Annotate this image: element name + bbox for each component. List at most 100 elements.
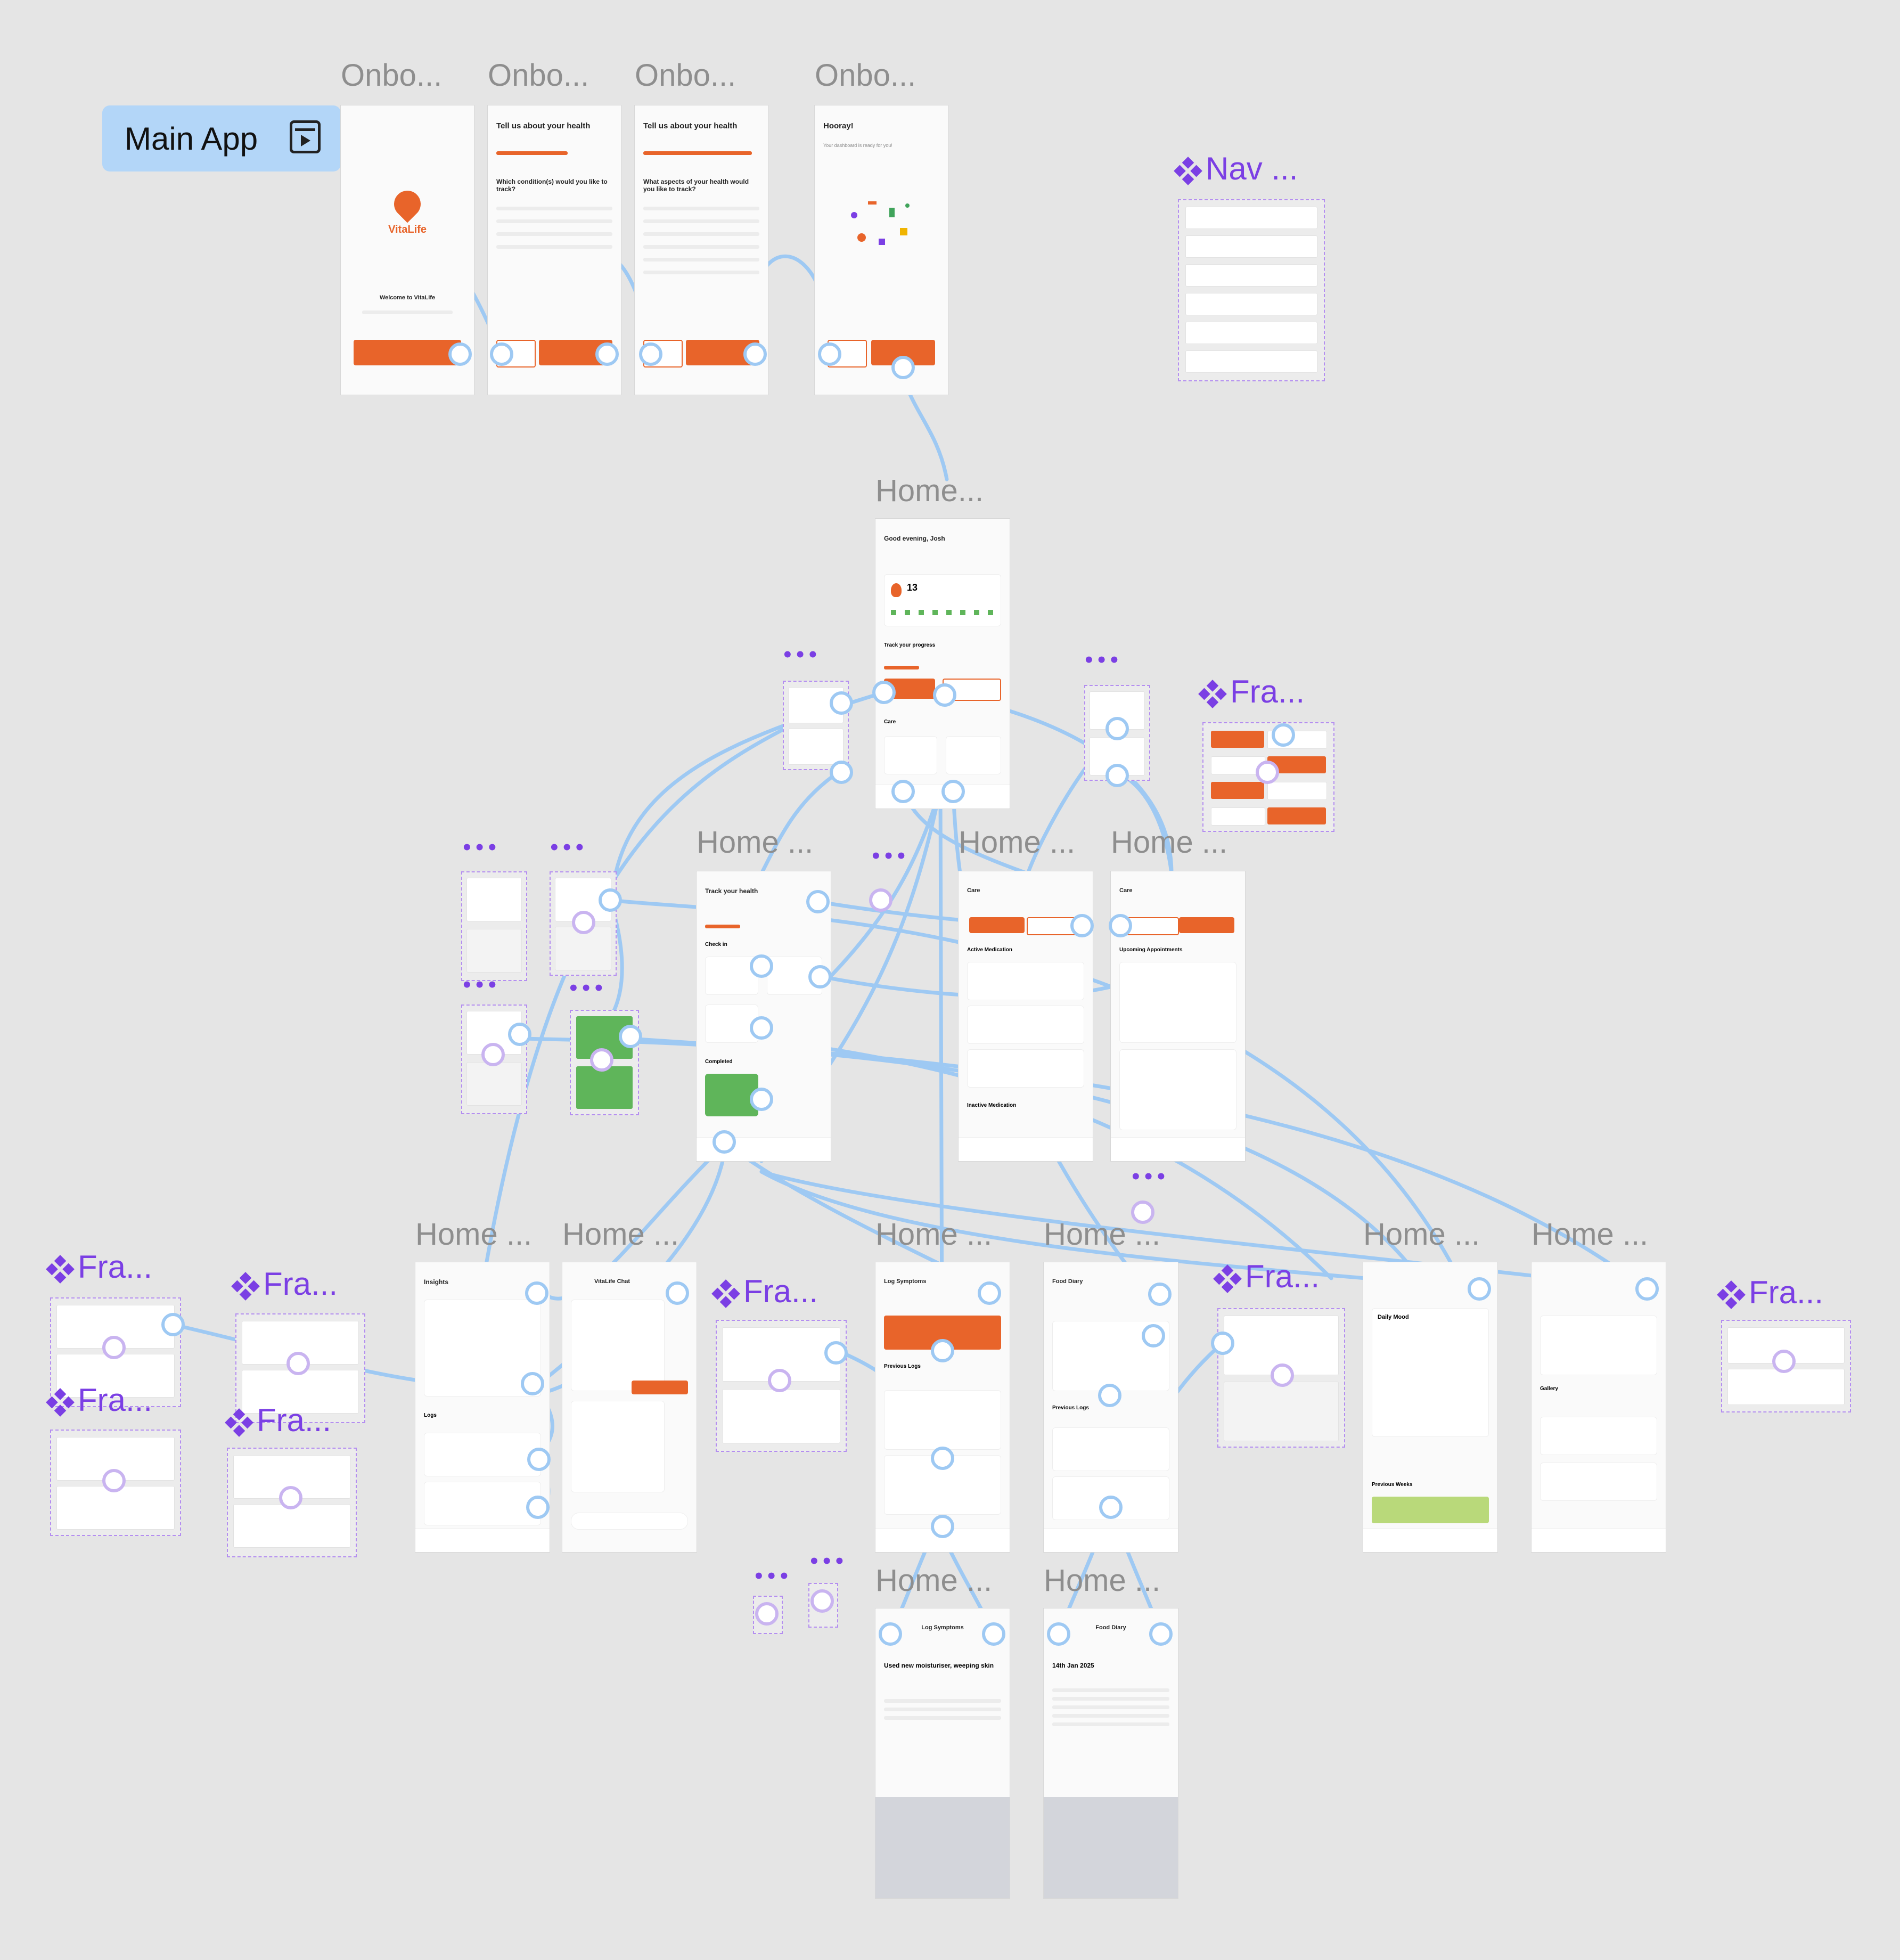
frame-title-home-symptoms[interactable]: Home ... (875, 1217, 993, 1252)
flow-connector[interactable] (666, 1281, 689, 1305)
flow-connector[interactable] (743, 342, 767, 366)
flow-connector[interactable] (1148, 1283, 1172, 1306)
more-options-icon[interactable]: ••• (870, 846, 908, 867)
flow-connector[interactable] (879, 1622, 902, 1646)
flow-connector[interactable] (595, 342, 619, 366)
component-title-food-log[interactable]: Fra... (1217, 1258, 1320, 1295)
flow-connector[interactable] (527, 1448, 551, 1471)
flow-connector[interactable] (808, 965, 832, 989)
flow-connector[interactable] (872, 681, 896, 704)
flow-connector[interactable] (1149, 1622, 1173, 1646)
appointment-card[interactable] (1119, 1049, 1236, 1130)
flow-connector[interactable] (619, 1025, 642, 1048)
flow-connector[interactable] (508, 1023, 531, 1046)
flow-connector[interactable] (931, 1515, 954, 1538)
medication-card[interactable] (967, 1049, 1084, 1088)
flow-connector[interactable] (481, 1043, 505, 1066)
more-options-icon[interactable]: ••• (782, 644, 820, 666)
flow-connector[interactable] (978, 1281, 1001, 1305)
appointment-card[interactable] (1119, 962, 1236, 1043)
log-card[interactable] (424, 1433, 541, 1476)
component-title-insight-2[interactable]: Fra... (50, 1382, 152, 1418)
today-photos-card[interactable] (1540, 1316, 1657, 1375)
frame-title-onboarding-3[interactable]: Onbo... (635, 58, 736, 93)
flow-connector[interactable] (818, 342, 841, 366)
flow-connector[interactable] (448, 342, 472, 366)
frame-title-onboarding-1[interactable]: Onbo... (341, 58, 443, 93)
more-options-icon[interactable]: ••• (808, 1551, 847, 1572)
frame-home-vitalife-chat[interactable]: VitaLife Chat (562, 1262, 697, 1552)
flow-connector[interactable] (599, 888, 622, 912)
food-diary-card-variants[interactable] (461, 871, 527, 981)
flow-connector[interactable] (525, 1281, 548, 1305)
flow-connector[interactable] (891, 356, 915, 379)
more-options-icon[interactable]: ••• (753, 1566, 791, 1587)
frame-title-home-care-appt[interactable]: Home ... (1111, 825, 1228, 860)
medication-card[interactable] (967, 1006, 1084, 1044)
frame-title-home-chat[interactable]: Home ... (562, 1217, 679, 1252)
flow-connector[interactable] (810, 1589, 834, 1613)
flow-connector[interactable] (712, 1130, 736, 1154)
suggestion-chip[interactable] (632, 1381, 688, 1394)
log-card[interactable] (424, 1482, 541, 1525)
flow-connector[interactable] (286, 1352, 310, 1375)
frame-title-onboarding-2[interactable]: Onbo... (488, 58, 589, 93)
more-options-icon[interactable]: ••• (568, 978, 606, 999)
food-log-component[interactable] (1217, 1308, 1345, 1448)
flow-connector[interactable] (102, 1336, 126, 1359)
frame-home-dashboard[interactable]: Good evening, Josh 13 Track your progres… (875, 519, 1010, 808)
flow-connector[interactable] (1105, 764, 1129, 787)
flow-connector[interactable] (750, 1016, 773, 1040)
flow-connector[interactable] (1070, 914, 1094, 937)
flow-connector[interactable] (1271, 1363, 1294, 1387)
frame-title-onboarding-4[interactable]: Onbo... (815, 58, 916, 93)
flow-connector[interactable] (1099, 1496, 1123, 1519)
flow-connector[interactable] (755, 1602, 779, 1626)
more-options-icon[interactable]: ••• (1083, 650, 1121, 671)
care-card-variants[interactable] (783, 681, 849, 770)
frame-home-log-symptoms[interactable]: Log Symptoms Previous Logs (875, 1262, 1010, 1552)
on-screen-keyboard[interactable] (875, 1797, 1010, 1898)
more-options-icon[interactable]: ••• (461, 975, 499, 996)
component-title-photo-gallery[interactable]: Fra... (1721, 1274, 1823, 1311)
flow-connector[interactable] (572, 911, 595, 934)
flow-connector[interactable] (1098, 1384, 1121, 1407)
frame-home-care-appointments[interactable]: Care Upcoming Appointments (1111, 871, 1245, 1161)
care-toggle-component[interactable] (1202, 722, 1334, 832)
frame-home-care-medication[interactable]: Care Active Medication Inactive Medicati… (959, 871, 1093, 1161)
component-title-care-toggle[interactable]: Fra... (1202, 673, 1305, 710)
medication-card[interactable] (946, 736, 1001, 774)
flow-connector[interactable] (1142, 1324, 1165, 1348)
log-card-component-1[interactable] (235, 1313, 365, 1423)
food-log-card[interactable] (1052, 1427, 1169, 1471)
flow-connector[interactable] (102, 1469, 126, 1492)
frame-title-home-insights[interactable]: Home ... (415, 1217, 533, 1252)
frame-title-food-entry[interactable]: Home ... (1044, 1563, 1161, 1598)
chat-input[interactable] (571, 1513, 688, 1530)
flow-connector[interactable] (639, 342, 662, 366)
on-screen-keyboard[interactable] (1044, 1797, 1178, 1898)
flow-connector[interactable] (1256, 761, 1279, 784)
component-title-nav[interactable]: Nav ... (1178, 150, 1298, 187)
flow-connector[interactable] (933, 683, 956, 707)
week-card[interactable] (1372, 1497, 1489, 1523)
component-title-symptom-log[interactable]: Fra... (716, 1273, 818, 1310)
flow-connector[interactable] (526, 1496, 550, 1519)
insight-card-component-1[interactable] (50, 1297, 181, 1407)
flow-connector[interactable] (1272, 723, 1295, 747)
flow-connector[interactable] (521, 1372, 544, 1395)
flow-connector[interactable] (830, 761, 853, 784)
flow-connector[interactable] (931, 1339, 954, 1362)
flow-connector[interactable] (891, 780, 915, 803)
component-title-log-2[interactable]: Fra... (229, 1402, 331, 1439)
nav-component[interactable] (1178, 199, 1325, 381)
symptoms-card-completed[interactable] (705, 1074, 758, 1116)
flow-connector[interactable] (1211, 1332, 1234, 1355)
frame-title-home-dashboard[interactable]: Home... (875, 473, 984, 508)
streak-card[interactable]: 13 (884, 574, 1001, 626)
frame-title-home-photos[interactable]: Home ... (1532, 1217, 1649, 1252)
flow-connector[interactable] (824, 1341, 848, 1365)
frame-home-photos[interactable]: Gallery (1532, 1262, 1666, 1552)
flow-connector[interactable] (1047, 1622, 1070, 1646)
medication-tab[interactable] (969, 917, 1025, 933)
